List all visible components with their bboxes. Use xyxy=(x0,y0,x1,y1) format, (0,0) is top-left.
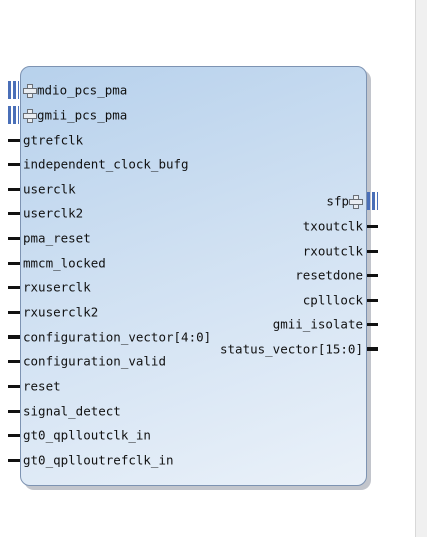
port-label: gtrefclk xyxy=(23,132,84,148)
port-label: configuration_vector[4:0] xyxy=(23,329,212,345)
port-label: rxoutclk xyxy=(302,243,363,259)
port-label: configuration_valid xyxy=(23,353,166,369)
pin-mmcm-locked[interactable] xyxy=(8,262,20,265)
port-userclk[interactable]: userclk xyxy=(23,181,76,198)
pin-signal-detect[interactable] xyxy=(8,410,20,413)
pin-cplllock[interactable] xyxy=(367,299,378,302)
port-label: status_vector[15:0] xyxy=(220,341,363,357)
plus-icon[interactable] xyxy=(349,194,363,209)
pin-gt0-qplloutclk-in[interactable] xyxy=(8,434,20,437)
port-resetdone[interactable]: resetdone xyxy=(295,267,363,284)
pin-txoutclk[interactable] xyxy=(367,225,378,228)
port-rxoutclk[interactable]: rxoutclk xyxy=(303,243,363,260)
gmii-interface-pin[interactable] xyxy=(8,106,19,124)
pin-configuration-valid[interactable] xyxy=(8,360,20,363)
interface-label: sfp xyxy=(326,193,349,209)
port-rxuserclk[interactable]: rxuserclk xyxy=(23,279,91,296)
port-status-vector[interactable]: status_vector[15:0] xyxy=(220,341,363,358)
port-label: userclk2 xyxy=(23,205,84,221)
port-label: cplllock xyxy=(302,292,363,308)
pin-gtrefclk[interactable] xyxy=(8,139,20,142)
pin-rxoutclk[interactable] xyxy=(367,250,378,253)
port-independent-clock-bufg[interactable]: independent_clock_bufg xyxy=(23,156,189,173)
port-label: resetdone xyxy=(295,267,363,283)
port-configuration-vector[interactable]: configuration_vector[4:0] xyxy=(23,329,211,346)
port-label: rxuserclk2 xyxy=(23,304,99,320)
pin-userclk[interactable] xyxy=(8,188,20,191)
port-reset[interactable]: reset xyxy=(23,378,61,395)
port-label: gmii_isolate xyxy=(272,316,363,332)
port-pma-reset[interactable]: pma_reset xyxy=(23,230,91,247)
interface-label: mdio_pcs_pma xyxy=(37,82,128,98)
pin-status-vector[interactable] xyxy=(367,347,378,351)
port-rxuserclk2[interactable]: rxuserclk2 xyxy=(23,304,98,321)
interface-port-gmii[interactable]: gmii_pcs_pma xyxy=(23,107,127,124)
pin-independent-clock-bufg[interactable] xyxy=(8,163,20,166)
pin-rxuserclk2[interactable] xyxy=(8,311,20,314)
port-signal-detect[interactable]: signal_detect xyxy=(23,403,121,420)
interface-port-mdio[interactable]: mdio_pcs_pma xyxy=(23,82,127,99)
pin-rxuserclk[interactable] xyxy=(8,286,20,289)
port-label: txoutclk xyxy=(302,218,363,234)
port-label: userclk xyxy=(23,181,76,197)
port-label: rxuserclk xyxy=(23,279,91,295)
mdio-interface-pin[interactable] xyxy=(8,81,19,99)
port-label: pma_reset xyxy=(23,230,91,246)
sfp-interface-pin[interactable] xyxy=(367,192,378,210)
port-label: gt0_qplloutclk_in xyxy=(23,427,151,443)
plus-icon[interactable] xyxy=(23,83,37,98)
pin-gt0-qplloutrefclk-in[interactable] xyxy=(8,459,20,462)
pin-reset[interactable] xyxy=(8,385,20,388)
plus-icon[interactable] xyxy=(23,108,37,123)
port-label: gt0_qplloutrefclk_in xyxy=(23,452,174,468)
pin-resetdone[interactable] xyxy=(367,274,378,277)
pin-pma-reset[interactable] xyxy=(8,237,20,240)
pin-userclk2[interactable] xyxy=(8,212,20,215)
port-gt0-qplloutclk-in[interactable]: gt0_qplloutclk_in xyxy=(23,427,151,444)
pin-gmii-isolate[interactable] xyxy=(367,323,378,326)
port-cplllock[interactable]: cplllock xyxy=(303,292,363,309)
port-gt0-qplloutrefclk-in[interactable]: gt0_qplloutrefclk_in xyxy=(23,452,174,469)
port-label: independent_clock_bufg xyxy=(23,156,189,172)
port-gmii-isolate[interactable]: gmii_isolate xyxy=(273,316,363,333)
port-label: reset xyxy=(23,378,61,394)
port-label: signal_detect xyxy=(23,403,121,419)
ip-block[interactable] xyxy=(20,66,367,486)
interface-label: gmii_pcs_pma xyxy=(37,107,128,123)
port-label: mmcm_locked xyxy=(23,255,106,271)
port-txoutclk[interactable]: txoutclk xyxy=(303,218,363,235)
port-configuration-valid[interactable]: configuration_valid xyxy=(23,353,166,370)
pin-configuration-vector[interactable] xyxy=(8,335,20,339)
interface-port-sfp[interactable]: sfp xyxy=(326,193,363,210)
port-userclk2[interactable]: userclk2 xyxy=(23,205,83,222)
right-panel-strip xyxy=(415,0,427,537)
port-mmcm-locked[interactable]: mmcm_locked xyxy=(23,255,106,272)
port-gtrefclk[interactable]: gtrefclk xyxy=(23,132,83,149)
